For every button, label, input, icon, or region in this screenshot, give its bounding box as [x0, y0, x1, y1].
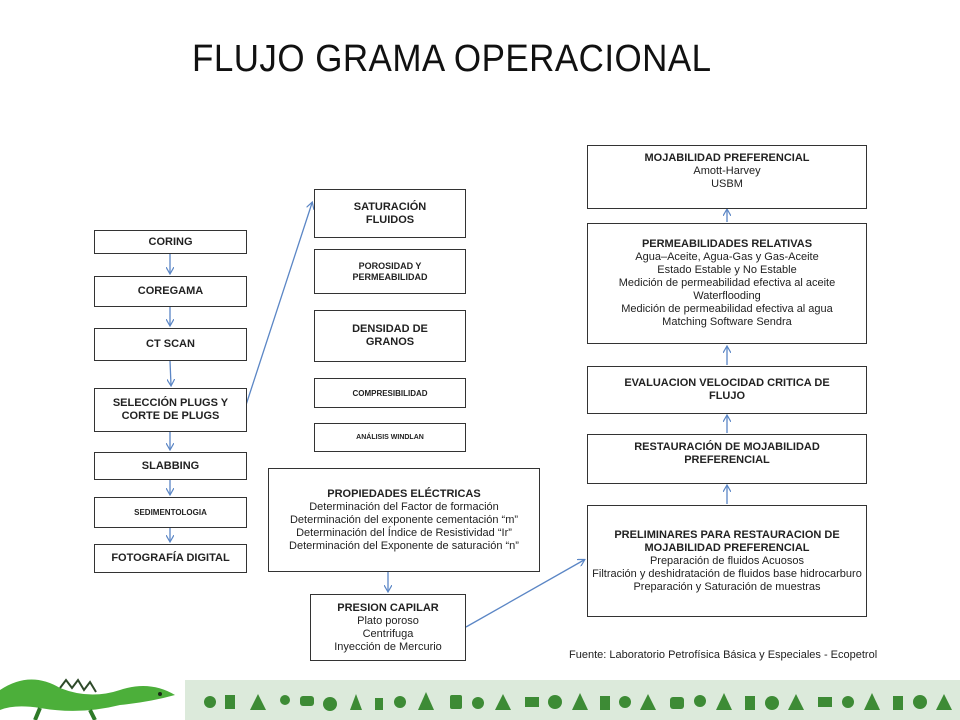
mojabilidad-heading: MOJABILIDAD PREFERENCIAL	[644, 152, 810, 164]
page-title: FLUJO GRAMA OPERACIONAL	[192, 38, 712, 80]
propiedades-heading: PROPIEDADES ELÉCTRICAS	[327, 487, 481, 500]
permeabilidades-line: Agua–Aceite, Agua-Gas y Gas-Aceite	[635, 251, 819, 263]
ct-scan-box: CT SCAN	[94, 328, 247, 361]
propiedades-line: Determinación del Exponente de saturació…	[289, 539, 519, 552]
permeabilidades-line: Medición de permeabilidad efectiva al ag…	[621, 303, 833, 315]
preliminares-line: Preparación y Saturación de muestras	[633, 580, 821, 593]
densidad-box: DENSIDAD DE GRANOS	[314, 310, 466, 362]
compresibilidad-box: COMPRESIBILIDAD	[314, 378, 466, 408]
compresibilidad-label: COMPRESIBILIDAD	[352, 388, 428, 398]
presion-line: Centrifuga	[362, 627, 414, 640]
permeabilidades-line: Matching Software Sendra	[662, 316, 792, 328]
porosidad-box: POROSIDAD Y PERMEABILIDAD	[314, 249, 466, 294]
analisis-windlan-box: ANÁLISIS WINDLAN	[314, 423, 466, 452]
preliminares-heading: PRELIMINARES PARA RESTAURACION DE MOJABI…	[614, 528, 840, 554]
coring-label: CORING	[148, 235, 193, 248]
evaluacion-label: EVALUACION VELOCIDAD CRITICA DE FLUJO	[624, 377, 830, 402]
permeabilidades-line: Estado Estable y No Estable	[657, 264, 797, 276]
mojabilidad-line: Amott-Harvey	[693, 165, 761, 177]
analisis-windlan-label: ANÁLISIS WINDLAN	[356, 434, 424, 441]
presion-line: Plato poroso	[357, 614, 419, 627]
coregama-label: COREGAMA	[137, 285, 204, 297]
fotografia-box: FOTOGRAFÍA DIGITAL	[94, 544, 247, 573]
slabbing-box: SLABBING	[94, 452, 247, 480]
pictogram-strip	[204, 692, 952, 711]
propiedades-electricas-box: PROPIEDADES ELÉCTRICAS Determinación del…	[268, 468, 540, 572]
presion-capilar-box: PRESION CAPILAR Plato poroso Centrifuga …	[310, 594, 466, 661]
saturacion-label: SATURACIÓN FLUIDOS	[353, 200, 427, 226]
arrow-ctscan-seleccion	[170, 360, 171, 385]
coring-box: CORING	[94, 230, 247, 254]
mojabilidad-line: USBM	[711, 178, 743, 190]
preliminares-box: PRELIMINARES PARA RESTAURACION DE MOJABI…	[587, 505, 867, 617]
porosidad-label: POROSIDAD Y PERMEABILIDAD	[352, 260, 428, 282]
decorative-footer	[0, 678, 960, 720]
source-caption: Fuente: Laboratorio Petrofísica Básica y…	[569, 649, 878, 661]
seleccion-plugs-box: SELECCIÓN PLUGS Y CORTE DE PLUGS	[94, 388, 247, 432]
propiedades-line: Determinación del exponente cementación …	[289, 513, 519, 526]
saturacion-box: SATURACIÓN FLUIDOS	[314, 189, 466, 238]
preliminares-line: Preparación de fluidos Acuosos	[649, 554, 805, 567]
restauracion-box: RESTAURACIÓN DE MOJABILIDAD PREFERENCIAL	[587, 434, 867, 484]
densidad-label: DENSIDAD DE GRANOS	[352, 323, 428, 348]
presion-heading: PRESION CAPILAR	[337, 601, 439, 614]
arrow-seleccion-saturacion	[245, 203, 312, 406]
restauracion-label: RESTAURACIÓN DE MOJABILIDAD PREFERENCIAL	[634, 441, 820, 466]
iguana-icon	[0, 678, 175, 720]
sedimentologia-box: SEDIMENTOLOGIA	[94, 497, 247, 528]
propiedades-line: Determinación del Índice de Resistividad…	[296, 526, 512, 539]
evaluacion-box: EVALUACION VELOCIDAD CRITICA DE FLUJO	[587, 366, 867, 414]
slabbing-label: SLABBING	[141, 459, 200, 472]
fotografia-label: FOTOGRAFÍA DIGITAL	[111, 552, 230, 564]
coregama-box: COREGAMA	[94, 276, 247, 307]
ct-scan-label: CT SCAN	[146, 338, 195, 350]
permeabilidades-heading: PERMEABILIDADES RELATIVAS	[641, 238, 813, 250]
permeabilidades-box: PERMEABILIDADES RELATIVAS Agua–Aceite, A…	[587, 223, 867, 344]
seleccion-plugs-label: SELECCIÓN PLUGS Y CORTE DE PLUGS	[112, 397, 229, 422]
propiedades-line: Determinación del Factor de formación	[309, 500, 499, 513]
preliminares-line: Filtración y deshidratación de fluidos b…	[592, 567, 862, 580]
permeabilidades-line: Medición de permeabilidad efectiva al ac…	[618, 277, 836, 289]
mojabilidad-box: MOJABILIDAD PREFERENCIAL Amott-Harvey US…	[587, 145, 867, 209]
sedimentologia-label: SEDIMENTOLOGIA	[134, 508, 207, 517]
presion-line: Inyección de Mercurio	[334, 640, 442, 653]
permeabilidades-line: Waterflooding	[693, 290, 761, 302]
